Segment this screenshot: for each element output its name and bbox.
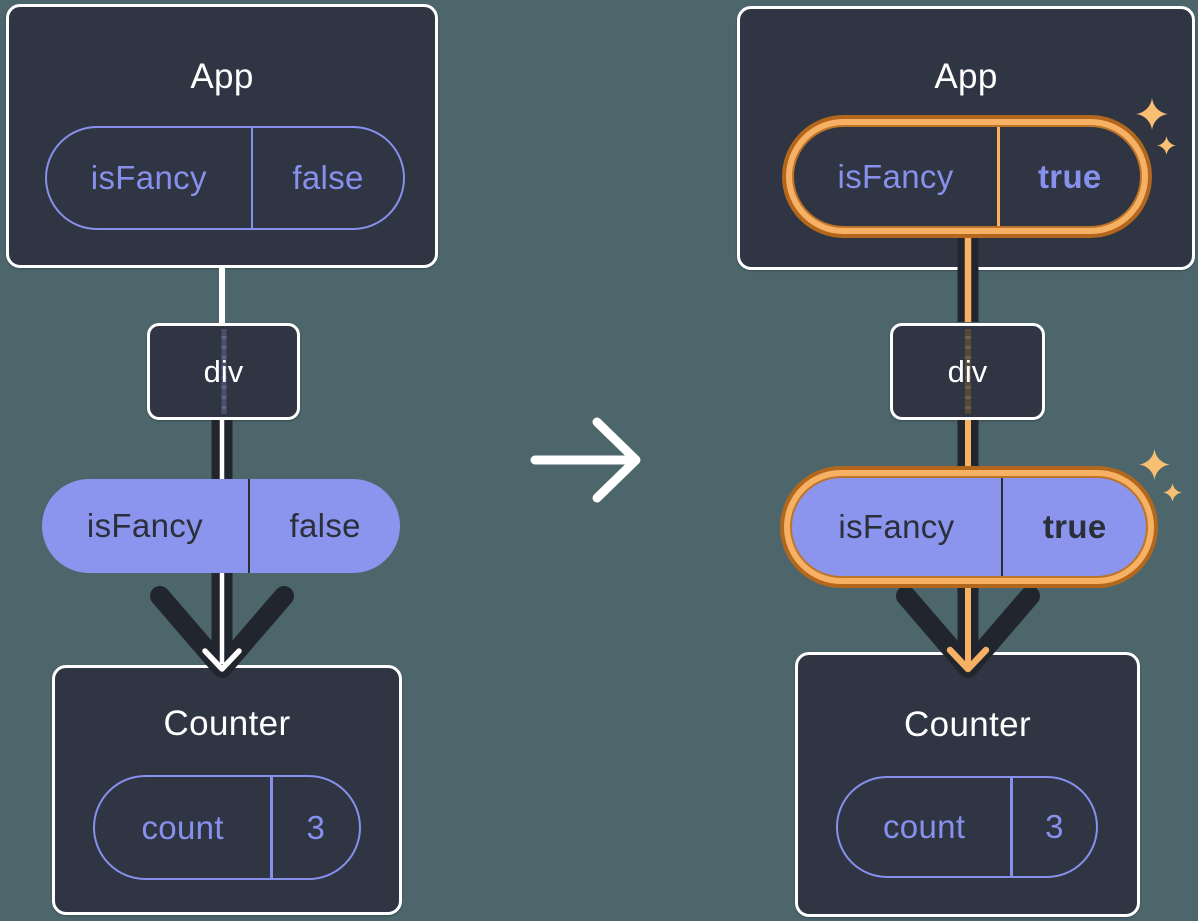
pill-divider xyxy=(997,127,1000,226)
app-component-title: App xyxy=(190,57,254,96)
sparkle-icon xyxy=(1139,449,1170,480)
prop-pill-after-highlighted: isFancy true xyxy=(780,466,1158,588)
app-component-title: App xyxy=(934,57,998,96)
counter-state-pill-after: count 3 xyxy=(836,776,1098,878)
pill-divider xyxy=(247,479,251,573)
state-key: isFancy xyxy=(90,159,207,196)
state-key: count xyxy=(882,808,966,845)
prop-arrowhead-icon xyxy=(150,586,294,678)
pill-divider xyxy=(250,128,254,228)
state-key: isFancy xyxy=(837,157,954,195)
prop-key: isFancy xyxy=(838,508,955,545)
div-dom-label: div xyxy=(947,353,988,389)
app-component-card-before: App isFancy false xyxy=(6,4,438,268)
state-value: true xyxy=(1037,157,1102,195)
counter-component-card-after: Counter count 3 xyxy=(795,652,1140,917)
state-key: count xyxy=(141,808,224,846)
app-state-pill-after-highlighted: isFancy true xyxy=(782,115,1152,238)
counter-state-pill-before: count 3 xyxy=(93,775,361,880)
prop-value: false xyxy=(289,507,361,544)
state-thread-line xyxy=(964,329,971,414)
state-thread-line xyxy=(221,329,226,414)
prop-value: true xyxy=(1042,508,1107,545)
state-value: 3 xyxy=(1045,808,1064,845)
pill-divider xyxy=(1000,478,1004,576)
prop-pill-before: isFancy false xyxy=(42,479,400,573)
pill-divider xyxy=(270,777,273,878)
sparkle-icon xyxy=(1163,483,1182,502)
sparkle-icon xyxy=(1136,98,1168,130)
state-value: false xyxy=(292,159,364,196)
transition-arrow-icon xyxy=(530,417,641,503)
div-dom-label: div xyxy=(203,353,244,389)
div-dom-card-before: div xyxy=(147,323,300,420)
div-dom-card-after: div xyxy=(890,323,1045,420)
prop-key: isFancy xyxy=(86,507,203,544)
counter-component-card-before: Counter count 3 xyxy=(52,665,402,915)
counter-component-title: Counter xyxy=(163,704,291,743)
sparkle-icon xyxy=(1157,136,1176,155)
app-state-pill-before: isFancy false xyxy=(45,126,405,230)
state-value: 3 xyxy=(306,808,326,846)
counter-component-title: Counter xyxy=(904,705,1031,744)
pill-divider xyxy=(1010,778,1013,876)
